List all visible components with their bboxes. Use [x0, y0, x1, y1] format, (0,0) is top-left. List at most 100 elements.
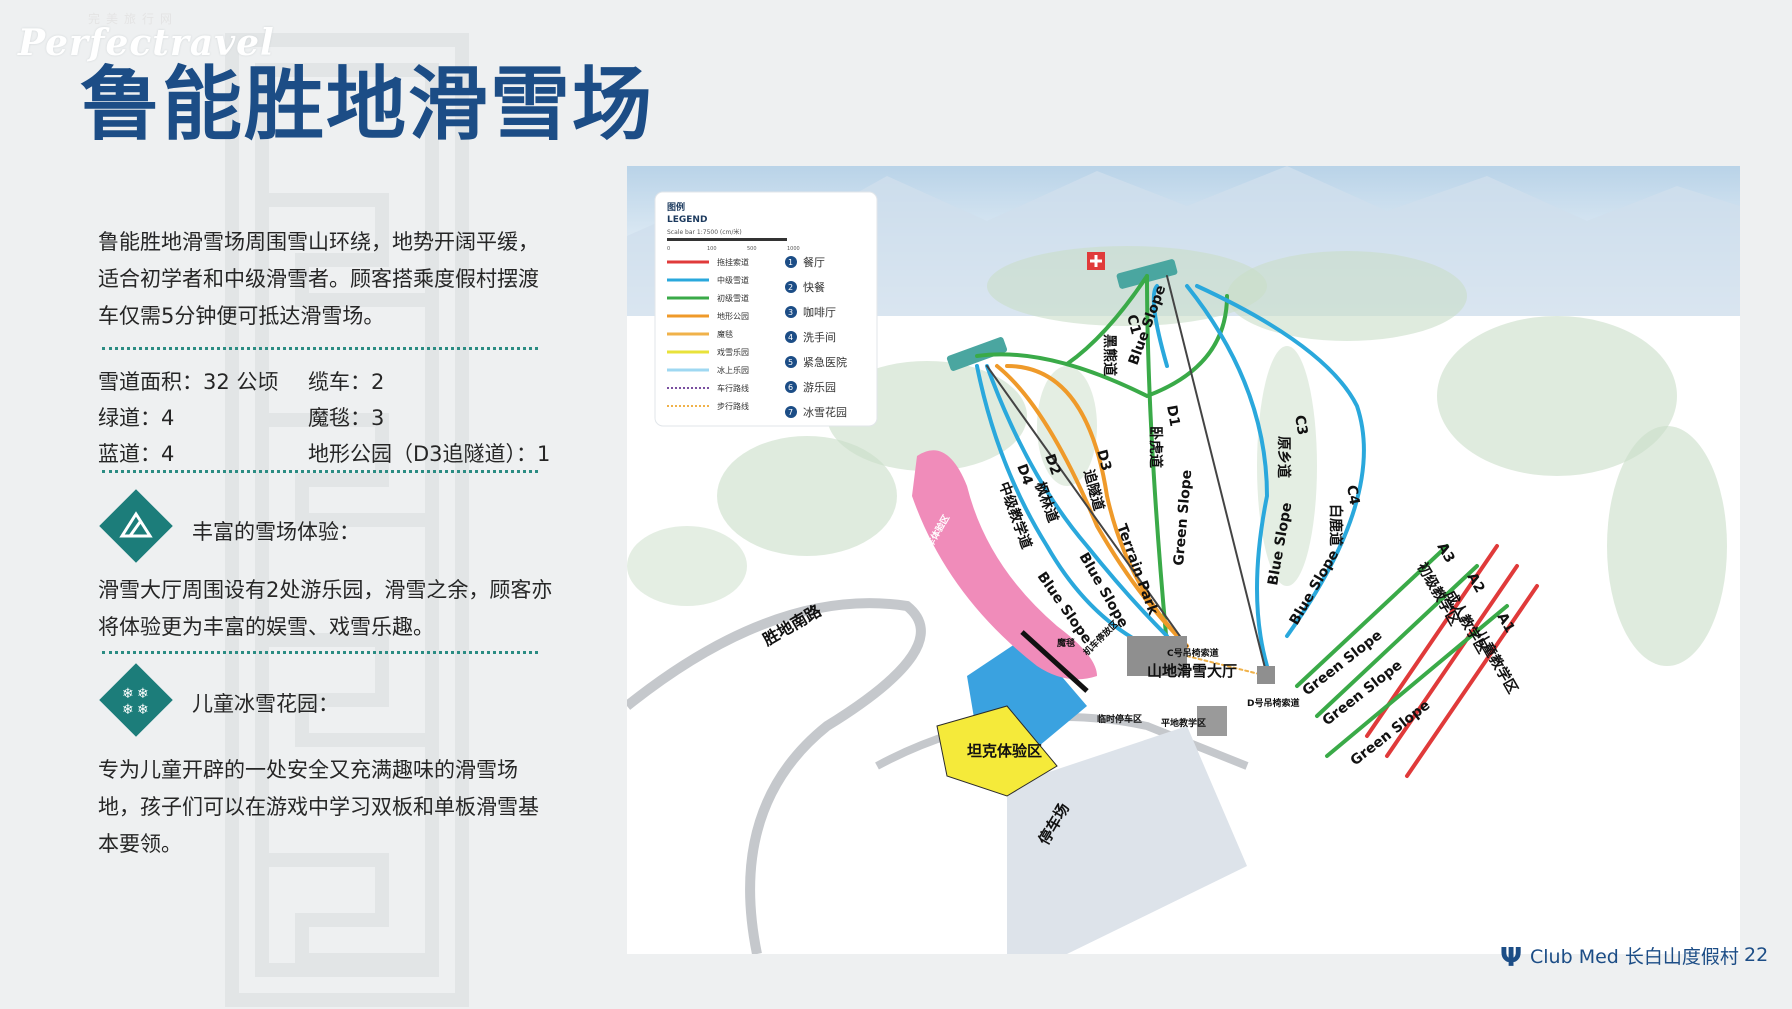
legend-line-label: 冰上乐园 [717, 365, 749, 375]
legend-panel [654, 191, 878, 427]
ski-hall [1127, 636, 1187, 676]
legend-title-cn: 图例 [667, 201, 685, 213]
snowflake-icon: ❄❄❄❄ [99, 663, 173, 737]
blue-run-d2 [985, 364, 1169, 638]
legend-point-marker [785, 281, 797, 293]
divider [102, 347, 538, 350]
green-run [1065, 274, 1149, 366]
section2-heading: 儿童冰雪花园： [192, 692, 339, 716]
ski-hall-label: 山地滑雪大厅 [1147, 662, 1237, 680]
legend-point-number: 4 [788, 333, 793, 342]
legend-point-label: 冰雪花园 [803, 406, 847, 419]
legend-point-marker [785, 256, 797, 268]
legend-point-number: 3 [788, 308, 793, 317]
legend-point-label: 餐厅 [803, 255, 825, 269]
legend-title-en: LEGEND [667, 215, 707, 225]
stat-blue: 蓝道：4 [98, 442, 175, 466]
legend-point-label: 咖啡厅 [803, 305, 836, 319]
c3-label: C3 [1291, 414, 1310, 436]
legend-point-number: 6 [788, 383, 793, 392]
divider [102, 651, 538, 654]
green-run-c1 [975, 294, 1229, 399]
c-lift-label: C号吊椅索道 [1167, 647, 1219, 659]
watermark-cn: 完美旅行网 [88, 12, 179, 26]
flat-area-label: 平地教学区 [1161, 717, 1206, 729]
legend-point-number: 5 [788, 358, 793, 367]
chair-lift-d [1166, 275, 1268, 677]
d3-label: D3 [1093, 448, 1114, 473]
divider [102, 470, 538, 473]
intro-text: 鲁能胜地滑雪场周围雪山环绕，地势开阔平缓，适合初学者和中级滑雪者。顾客搭乘度假村… [98, 230, 539, 328]
blue-run-c3 [1185, 284, 1270, 668]
d1-label: D1 [1163, 404, 1182, 428]
legend-point-number: 2 [788, 283, 793, 292]
blue-run-c4 [1195, 284, 1366, 638]
legend-line-label: 拖挂索道 [717, 257, 749, 267]
legend-points: 1 餐厅 2 快餐 3 咖啡厅 4 洗手间 5 紧急医院 6 游乐园 7 冰雪花园 [785, 255, 847, 419]
forest [627, 246, 1727, 666]
c3-cn-label: 原乡道 [1275, 436, 1292, 478]
legend-point-marker [785, 306, 797, 318]
c1-cn-label: 黑熊道 [1101, 334, 1118, 376]
parking-lot [1007, 726, 1247, 954]
stat-park: 地形公园（D3追隧道）：1 [308, 442, 551, 466]
svg-text:❄: ❄ [137, 702, 149, 718]
chair-lift-c [986, 365, 1188, 647]
legend-point-number: 1 [788, 258, 793, 267]
legend-line-label: 中级雪道 [717, 275, 749, 285]
carpet-label: 魔毯 [1056, 637, 1075, 649]
green-run-a2 [1315, 564, 1479, 718]
flat-area-building [1197, 706, 1227, 736]
tank-area-label: 坦克体验区 [967, 742, 1042, 760]
legend-line-label: 车行路线 [717, 383, 749, 393]
section1-heading: 丰富的雪场体验： [192, 520, 360, 544]
svg-text:❄: ❄ [122, 702, 134, 718]
green-run-d1 [1145, 274, 1169, 648]
tank-area [936, 705, 1058, 797]
legend-point-label: 紧急医院 [803, 355, 847, 369]
legend-scale: Scale bar 1:7500 (cm/米) [667, 228, 742, 236]
legend: 图例 LEGEND Scale bar 1:7500 (cm/米) 拖挂索道中级… [654, 191, 878, 427]
terrain-park [1005, 364, 1189, 648]
mountain-ridge [627, 166, 1740, 316]
legend-point-label: 快餐 [803, 280, 825, 294]
svg-text:❄: ❄ [137, 686, 149, 702]
d-lift-label: D号吊椅索道 [1247, 697, 1299, 709]
c4-label: C4 [1343, 484, 1362, 507]
legend-line-label: 魔毯 [717, 329, 733, 339]
svg-text:❄: ❄ [122, 686, 134, 702]
scale-tick-label: 1000 [787, 246, 800, 252]
legend-point-number: 7 [788, 408, 793, 417]
d4-label: D4 [1013, 462, 1035, 488]
lift-building [1257, 666, 1275, 684]
snowmobile-track [912, 450, 1097, 680]
blue-run-c1 [1151, 284, 1169, 368]
scale-tick-label: 100 [707, 246, 717, 252]
legend-point-label: 洗手间 [803, 330, 836, 344]
c4-cn-label: 白鹿道 [1327, 504, 1344, 546]
legend-line-label: 地形公园 [717, 311, 749, 321]
page-title: 鲁能胜地滑雪场 [80, 58, 654, 151]
legend-line-label: 步行路线 [717, 401, 749, 411]
temp-parking-label: 临时停车区 [1097, 713, 1142, 725]
tow-lift [1385, 564, 1519, 758]
legend-point-label: 游乐园 [803, 381, 836, 394]
blue-run-d4 [975, 364, 1149, 648]
c1-label: C1 [1123, 313, 1144, 336]
legend-point-marker [785, 381, 797, 393]
stat-lifts: 缆车：2 [308, 370, 385, 394]
stat-area: 雪道面积：32 公顷 [98, 370, 279, 394]
watermark-en: Perfectravel [18, 22, 275, 64]
legend-line-label: 初级雪道 [717, 293, 749, 303]
scale-bar [667, 238, 787, 241]
walking-path [1186, 655, 1268, 677]
magic-carpet [1020, 630, 1089, 693]
first-aid-icon [1087, 252, 1105, 270]
section2-text: 专为儿童开辟的一处安全又充满趣味的滑雪场地，孩子们可以在游戏中学习双板和单板滑雪… [98, 758, 539, 856]
legend-point-marker [785, 331, 797, 343]
road [627, 598, 926, 954]
green-run-a3 [1295, 544, 1449, 688]
tow-lift [1405, 584, 1539, 778]
